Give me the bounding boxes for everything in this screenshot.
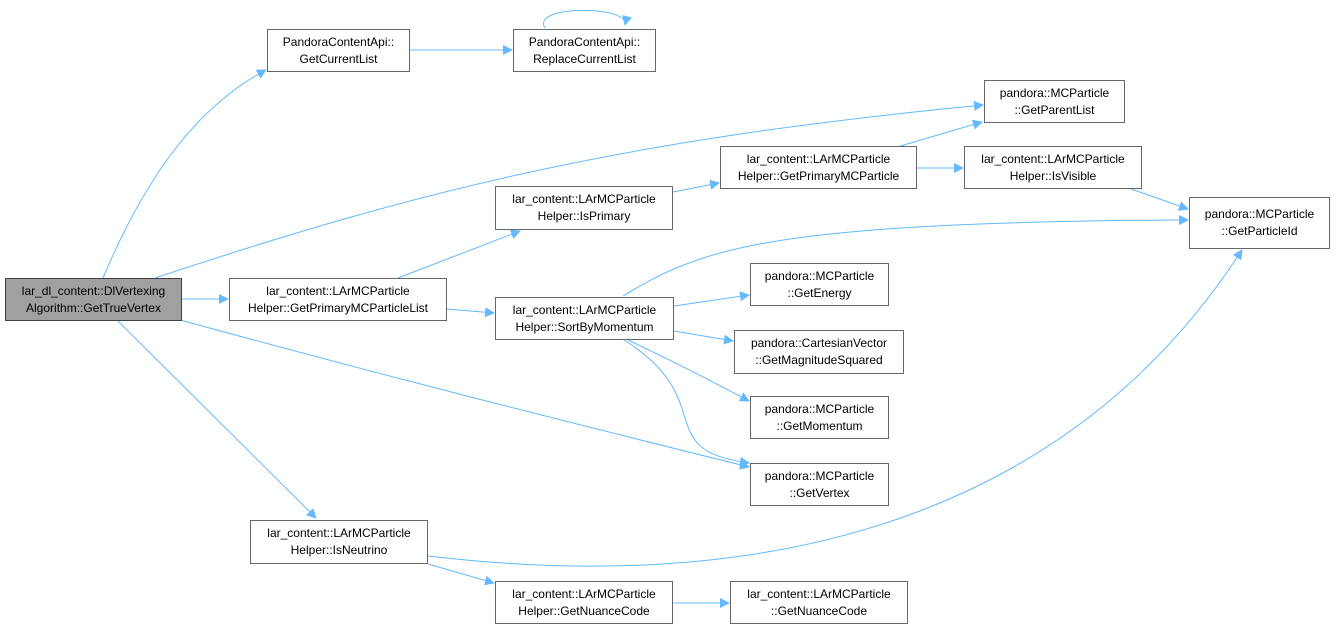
edge-root-isneutrino <box>117 320 317 519</box>
node-sortbymomentum[interactable]: lar_content::LArMCParticle Helper::SortB… <box>495 297 674 340</box>
edge-sortbymomentum-getmagnitudesquared <box>673 330 734 345</box>
node-getprimarymcparticlelist[interactable]: lar_content::LArMCParticle Helper::GetPr… <box>229 278 447 321</box>
edge-replacecurrentlist-self <box>542 9 632 29</box>
edge-sortbymomentum-getmomentum <box>627 339 750 402</box>
node-line1: lar_content::LArMCParticle <box>267 526 411 540</box>
node-line1: pandora::MCParticle <box>1204 207 1315 221</box>
edge-isvisible-getparticleid <box>1130 188 1189 211</box>
node-line1: lar_dl_content::DlVertexing <box>21 283 166 298</box>
edge-sortbymomentum-getparticleid <box>622 215 1189 297</box>
node-line2: Helper::GetNuanceCode <box>518 603 650 618</box>
node-line2: ::GetMomentum <box>776 418 863 433</box>
edge-sortbymomentum-getvertex <box>623 339 750 467</box>
edge-primarylist-sortbymomentum <box>446 307 495 318</box>
node-line2: Helper::IsNeutrino <box>290 543 388 557</box>
node-replacecurrentlist[interactable]: PandoraContentApi:: ReplaceCurrentList <box>513 29 656 72</box>
edge-isneutrino-helpernuancecode <box>427 563 495 586</box>
node-line1: PandoraContentApi:: <box>282 34 395 49</box>
node-line1: lar_content::LArMCParticle <box>512 302 657 317</box>
node-isvisible[interactable]: lar_content::LArMCParticle Helper::IsVis… <box>964 146 1142 189</box>
node-getcurrentlist[interactable]: PandoraContentApi:: GetCurrentList <box>267 29 410 72</box>
node-line1: pandora::MCParticle <box>764 268 875 283</box>
node-line1: lar_content::LArMCParticle <box>512 192 656 206</box>
node-line1: lar_content::LArMCParticle <box>746 151 891 166</box>
edge-sortbymomentum-getenergy <box>673 291 750 307</box>
node-line2: Helper::SortByMomentum <box>515 319 654 334</box>
node-line1: PandoraContentApi:: <box>528 34 641 49</box>
node-dlvertexing-gettruevertex[interactable]: lar_dl_content::DlVertexing Algorithm::G… <box>5 278 182 321</box>
node-line2: ::GetMagnitudeSquared <box>755 353 883 367</box>
node-line2: ::GetVertex <box>789 485 850 500</box>
edge-root-getparentlist <box>154 100 984 279</box>
node-isprimary[interactable]: lar_content::LArMCParticle Helper::IsPri… <box>495 186 673 230</box>
node-line2: Algorithm::GetTrueVertex <box>26 300 161 315</box>
node-getprimarymcparticle[interactable]: lar_content::LArMCParticle Helper::GetPr… <box>720 146 917 189</box>
node-line1: lar_content::LArMCParticle <box>747 586 891 601</box>
node-line1: pandora::MCParticle <box>764 401 875 416</box>
node-helper-getnuancecode[interactable]: lar_content::LArMCParticle Helper::GetNu… <box>495 581 673 624</box>
node-particle-getnuancecode[interactable]: lar_content::LArMCParticle ::GetNuanceCo… <box>730 581 908 624</box>
node-line1: lar_content::LArMCParticle <box>512 586 656 601</box>
node-line2: Helper::GetPrimaryMCParticle <box>737 168 900 183</box>
node-line1: pandora::MCParticle <box>764 468 875 483</box>
node-getparentlist[interactable]: pandora::MCParticle ::GetParentList <box>984 80 1125 123</box>
node-getparticleid[interactable]: pandora::MCParticle ::GetParticleId <box>1189 197 1330 249</box>
node-line2: ::GetEnergy <box>787 285 852 300</box>
edge-root-getcurrentlist <box>102 69 267 279</box>
node-line1: lar_content::LArMCParticle <box>266 283 410 298</box>
node-line2: ::GetNuanceCode <box>770 603 868 618</box>
node-isneutrino[interactable]: lar_content::LArMCParticle Helper::IsNeu… <box>250 520 428 564</box>
edge-isprimary-getprimarymcparticle <box>672 179 720 193</box>
node-line2: Helper::GetPrimaryMCParticleList <box>247 300 429 315</box>
node-getmomentum[interactable]: pandora::MCParticle ::GetMomentum <box>750 396 889 439</box>
node-line2: ::GetParticleId <box>1221 224 1298 238</box>
edge-primarylist-isprimary <box>397 229 521 279</box>
node-line2: ::GetParentList <box>1014 102 1095 117</box>
node-line2: Helper::IsVisible <box>1009 168 1097 183</box>
node-line1: pandora::CartesianVector <box>750 336 888 350</box>
node-line1: pandora::MCParticle <box>999 85 1110 100</box>
node-line2: ReplaceCurrentList <box>533 51 636 66</box>
node-line1: lar_content::LArMCParticle <box>981 151 1125 166</box>
edge-isneutrino-getparticleid <box>427 249 1243 567</box>
node-line2: Helper::IsPrimary <box>537 209 631 223</box>
edge-getprimarymcparticle-getparentlist <box>896 119 983 148</box>
node-getmagnitudesquared[interactable]: pandora::CartesianVector ::GetMagnitudeS… <box>734 330 904 374</box>
edge-root-getvertex <box>179 319 750 470</box>
node-line2: GetCurrentList <box>299 51 378 66</box>
node-getenergy[interactable]: pandora::MCParticle ::GetEnergy <box>750 263 889 306</box>
node-getvertex[interactable]: pandora::MCParticle ::GetVertex <box>750 463 889 506</box>
